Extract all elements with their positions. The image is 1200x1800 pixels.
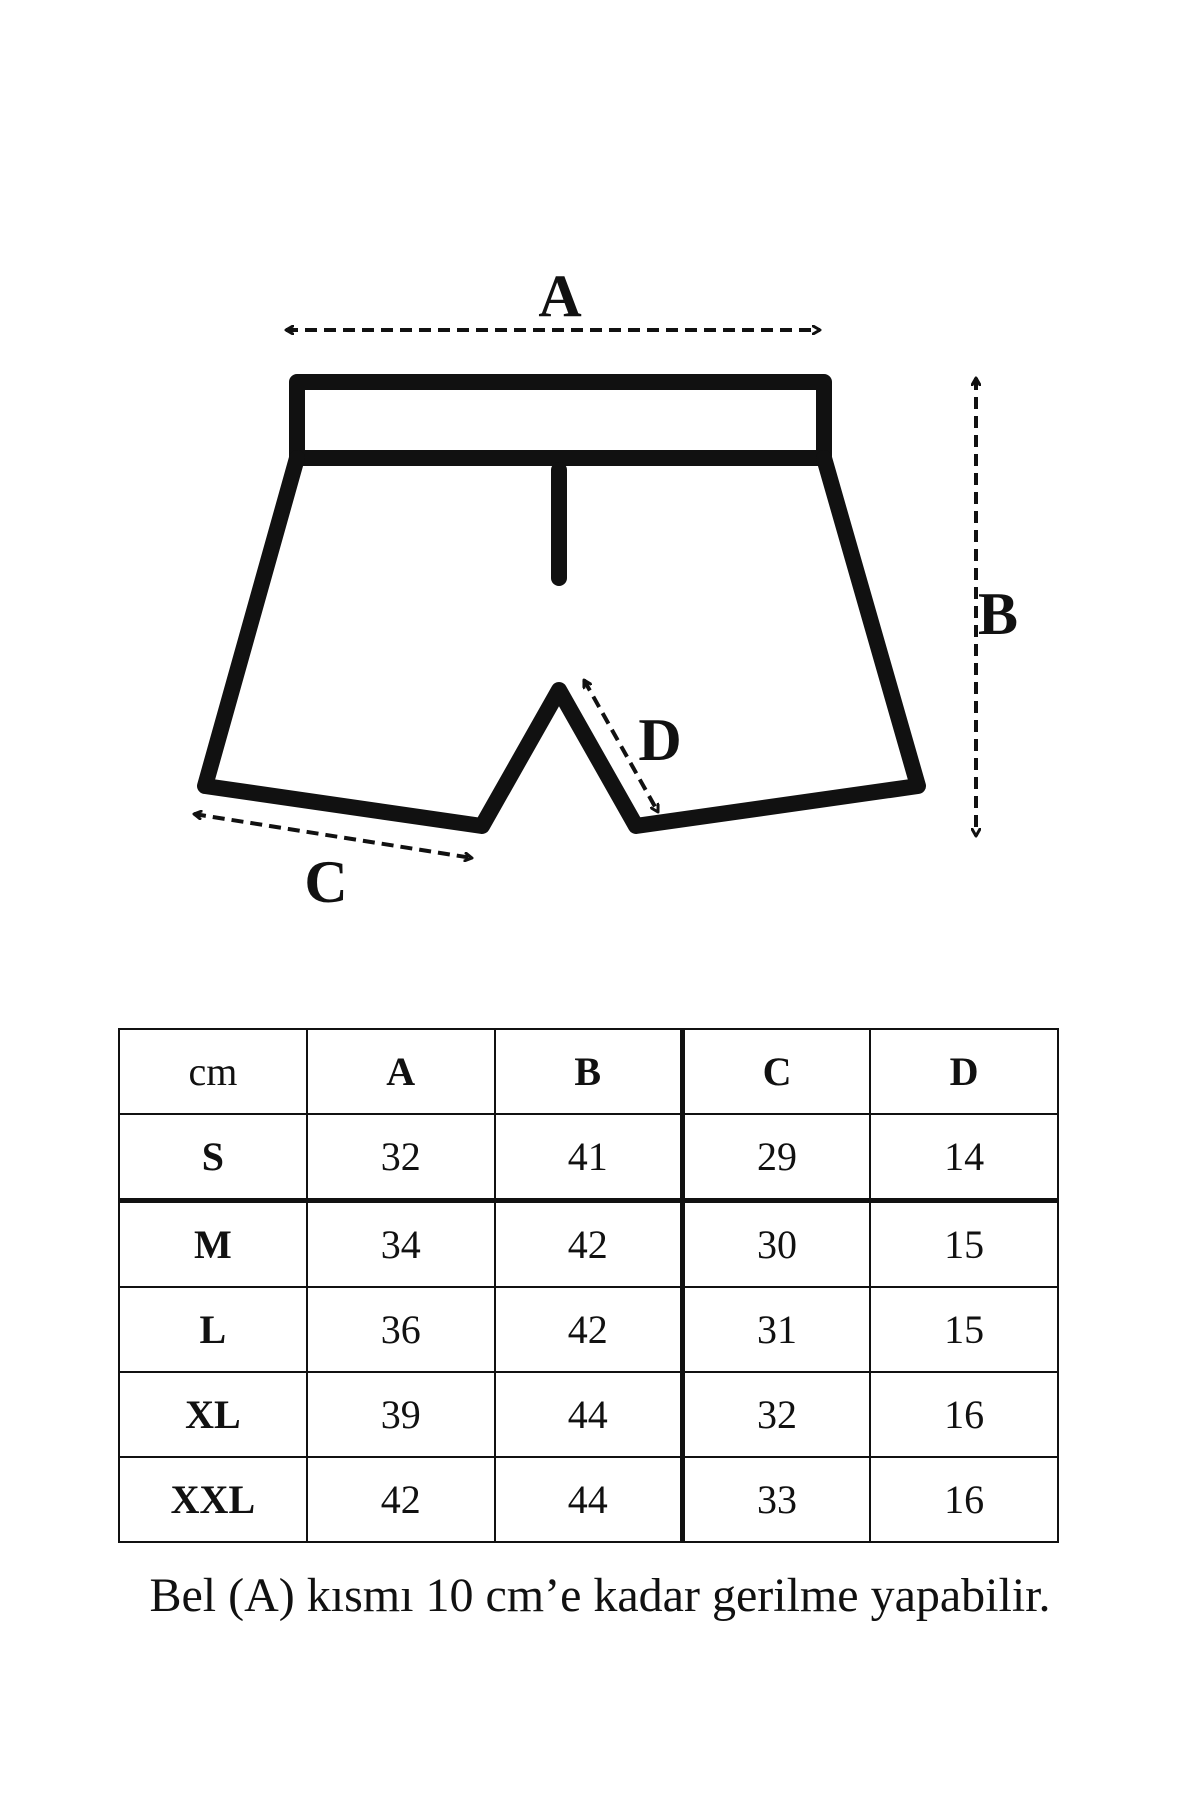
table-cell: 44 (493, 1371, 684, 1458)
table-cell: 16 (869, 1456, 1059, 1543)
measurement-arrows (194, 330, 976, 858)
table-cell: 41 (493, 1113, 684, 1202)
shorts-outline (197, 374, 926, 834)
arrow-c (194, 814, 472, 858)
header-a: A (305, 1028, 496, 1115)
stretch-note: Bel (A) kısmı 10 cm’e kadar gerilme yapa… (149, 1569, 1051, 1622)
table-cell: 42 (493, 1198, 684, 1288)
table-row: S 32 41 29 14 (118, 1113, 1059, 1202)
size-label: XXL (118, 1456, 308, 1543)
size-label: M (118, 1198, 308, 1288)
size-label: XL (118, 1371, 308, 1458)
table-cell: 32 (679, 1371, 872, 1458)
table-cell: 15 (869, 1286, 1059, 1373)
table-cell: 44 (493, 1456, 684, 1543)
label-a: A (538, 263, 581, 329)
header-cm: cm (118, 1028, 308, 1115)
arrow-d (582, 680, 660, 812)
table-cell: 15 (869, 1198, 1059, 1288)
table-cell: 29 (679, 1113, 872, 1202)
table-row: M 34 42 30 15 (118, 1198, 1059, 1288)
table-cell: 36 (305, 1286, 496, 1373)
table-cell: 42 (305, 1456, 496, 1543)
table-row: XXL 42 44 33 16 (118, 1456, 1059, 1543)
header-c: C (679, 1028, 872, 1115)
table-cell: 16 (869, 1371, 1059, 1458)
table-cell: 42 (493, 1286, 684, 1373)
header-d: D (869, 1028, 1059, 1115)
table-cell: 34 (305, 1198, 496, 1288)
size-table: cm A B C D S 32 41 29 14 M 34 42 30 15 L… (118, 1028, 1059, 1543)
shorts-measurement-diagram: A B C D (0, 263, 1018, 915)
header-b: B (493, 1028, 684, 1115)
table-cell: 33 (679, 1456, 872, 1543)
label-b: B (978, 581, 1018, 647)
waistband (289, 374, 832, 466)
table-cell: 30 (679, 1198, 872, 1288)
table-cell: 32 (305, 1113, 496, 1202)
table-cell: 31 (679, 1286, 872, 1373)
table-cell: 14 (869, 1113, 1059, 1202)
label-d: D (638, 707, 681, 773)
table-row: XL 39 44 32 16 (118, 1371, 1059, 1458)
size-label: S (118, 1113, 308, 1202)
table-cell: 39 (305, 1371, 496, 1458)
label-c: C (304, 849, 347, 915)
size-label: L (118, 1286, 308, 1373)
shorts-body (197, 450, 926, 834)
table-header-row: cm A B C D (118, 1028, 1059, 1115)
table-row: L 36 42 31 15 (118, 1286, 1059, 1373)
